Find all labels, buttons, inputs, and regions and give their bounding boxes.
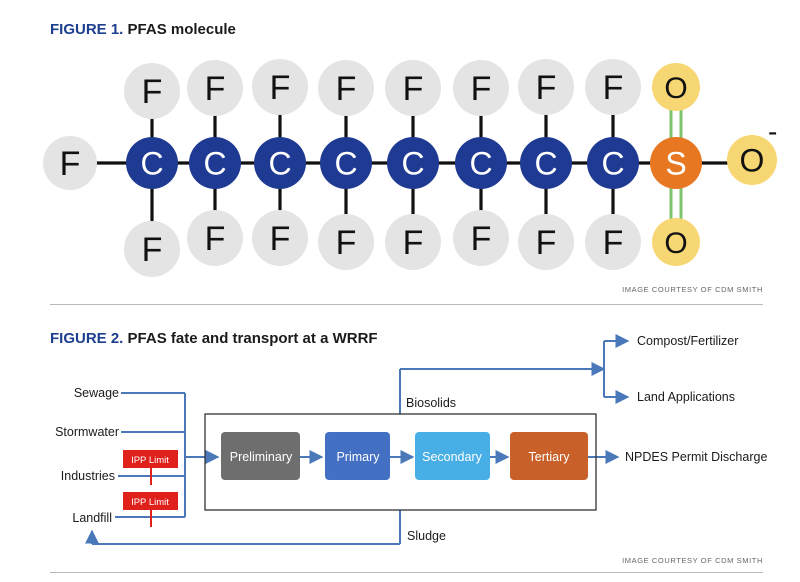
figure-2-number: FIGURE 2. — [50, 330, 124, 347]
carbon-atom: C — [254, 137, 306, 189]
fluorine-atom: F — [187, 60, 243, 116]
svg-text:O: O — [740, 143, 765, 179]
stage-secondary: Secondary — [415, 432, 490, 480]
fluorine-atom: F — [318, 60, 374, 116]
fluorine-atom: F — [187, 210, 243, 266]
fluorine-atom: F — [518, 214, 574, 270]
svg-text:Primary: Primary — [336, 450, 380, 464]
fluorine-atom: F — [453, 60, 509, 116]
svg-text:Tertiary: Tertiary — [529, 450, 571, 464]
svg-text:C: C — [601, 146, 624, 182]
carbon-atom: C — [455, 137, 507, 189]
carbon-atom: C — [126, 137, 178, 189]
svg-text:F: F — [403, 70, 424, 108]
svg-text:F: F — [603, 224, 624, 262]
figure-1-title: FIGURE 1. PFAS molecule — [50, 21, 236, 38]
ipp-limit-landfill: IPP Limit — [123, 492, 178, 510]
figure-1-title-text: PFAS molecule — [127, 21, 236, 38]
fluorine-atom: F — [385, 60, 441, 116]
fluorine-atom: F — [318, 214, 374, 270]
ipp-limit-industries: IPP Limit — [123, 450, 178, 468]
figure-2-title-text: PFAS fate and transport at a WRRF — [127, 330, 378, 347]
svg-text:C: C — [203, 146, 226, 182]
svg-text:F: F — [536, 224, 557, 262]
svg-text:C: C — [534, 146, 557, 182]
stage-tertiary: Tertiary — [510, 432, 588, 480]
oxygen-atom-charged: O — [727, 135, 777, 185]
stage-primary: Primary — [325, 432, 390, 480]
fluorine-atom: F — [43, 136, 97, 190]
input-industries: Industries — [61, 469, 115, 483]
svg-text:Preliminary: Preliminary — [230, 450, 293, 464]
oxygen-atom: O — [652, 218, 700, 266]
fluorine-atom: F — [518, 59, 574, 115]
svg-text:F: F — [471, 70, 492, 108]
carbon-atom: C — [189, 137, 241, 189]
figure-1-number: FIGURE 1. — [50, 21, 124, 38]
svg-text:C: C — [401, 146, 424, 182]
svg-text:F: F — [471, 220, 492, 258]
oxygen-atom: O — [652, 63, 700, 111]
divider — [50, 304, 763, 305]
svg-text:Secondary: Secondary — [422, 450, 483, 464]
carbon-atom: C — [587, 137, 639, 189]
output-compost-fertilizer: Compost/Fertilizer — [637, 334, 738, 348]
treatment-plant-box — [204, 413, 597, 511]
divider-bottom — [50, 572, 763, 573]
svg-text:S: S — [665, 146, 686, 182]
output-land-applications: Land Applications — [637, 390, 735, 404]
svg-text:F: F — [403, 224, 424, 262]
svg-text:F: F — [270, 220, 291, 258]
fluorine-atom: F — [252, 210, 308, 266]
fluorine-atom: F — [385, 214, 441, 270]
svg-text:F: F — [142, 231, 163, 269]
input-stormwater: Stormwater — [55, 425, 119, 439]
fluorine-atom: F — [585, 214, 641, 270]
svg-text:F: F — [603, 69, 624, 107]
svg-text:F: F — [336, 224, 357, 262]
sludge-label: Sludge — [407, 529, 446, 543]
svg-text:F: F — [142, 73, 163, 111]
carbon-atom: C — [387, 137, 439, 189]
svg-text:C: C — [268, 146, 291, 182]
figure-2-credit: IMAGE COURTESY OF CDM SMITH — [622, 556, 763, 565]
svg-text:F: F — [536, 69, 557, 107]
svg-text:F: F — [205, 70, 226, 108]
input-sewage: Sewage — [74, 386, 119, 400]
biosolids-label: Biosolids — [406, 396, 456, 410]
svg-text:C: C — [469, 146, 492, 182]
carbon-atom: C — [320, 137, 372, 189]
carbon-atom: C — [520, 137, 572, 189]
svg-text:F: F — [205, 220, 226, 258]
svg-text:F: F — [336, 70, 357, 108]
svg-text:F: F — [270, 69, 291, 107]
fluorine-atom: F — [453, 210, 509, 266]
fluorine-atom: F — [124, 63, 180, 119]
negative-charge: - — [768, 116, 777, 147]
svg-text:IPP Limit: IPP Limit — [131, 497, 169, 508]
fluorine-atom: F — [585, 59, 641, 115]
fluorine-atom: F — [124, 221, 180, 277]
svg-text:O: O — [664, 72, 687, 105]
npdes-discharge-label: NPDES Permit Discharge — [625, 450, 767, 464]
figure-2-title: FIGURE 2. PFAS fate and transport at a W… — [50, 330, 378, 347]
stage-preliminary: Preliminary — [221, 432, 300, 480]
svg-text:F: F — [60, 145, 81, 183]
figure-1-credit: IMAGE COURTESY OF CDM SMITH — [622, 285, 763, 294]
fluorine-atom: F — [252, 59, 308, 115]
svg-text:C: C — [334, 146, 357, 182]
svg-text:C: C — [140, 146, 163, 182]
svg-text:O: O — [664, 227, 687, 260]
input-landfill: Landfill — [72, 511, 112, 525]
sulfur-atom: S — [650, 137, 702, 189]
svg-text:IPP Limit: IPP Limit — [131, 455, 169, 466]
